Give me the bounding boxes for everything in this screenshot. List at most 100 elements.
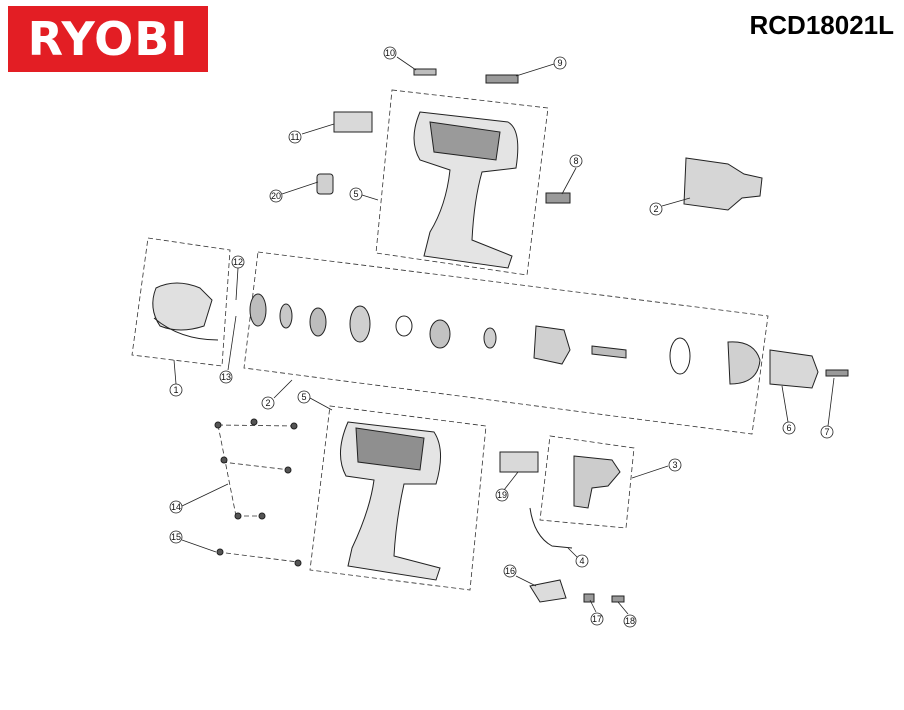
screw-line-b xyxy=(221,461,291,471)
svg-text:19: 19 xyxy=(497,490,507,500)
pin-part-10 xyxy=(413,68,437,76)
svg-text:4: 4 xyxy=(579,556,584,566)
housing-right-detail xyxy=(429,121,501,161)
leader-16 xyxy=(515,575,537,587)
housing-left-detail xyxy=(355,427,425,471)
callout-3: 3 xyxy=(668,458,682,472)
callout-17: 17 xyxy=(590,612,604,626)
leader-10 xyxy=(396,56,417,71)
svg-text:5: 5 xyxy=(301,392,306,402)
part-drawings xyxy=(152,68,849,603)
leader-12 xyxy=(235,267,239,301)
switch-part-3 xyxy=(573,455,621,509)
leader-8 xyxy=(561,167,577,195)
svg-text:20: 20 xyxy=(271,191,281,201)
callout-11: 11 xyxy=(288,130,302,144)
svg-text:13: 13 xyxy=(221,372,231,382)
clutch-housing xyxy=(533,325,571,365)
svg-text:1: 1 xyxy=(173,385,178,395)
callout-16: 16 xyxy=(503,564,517,578)
callout-19: 19 xyxy=(495,488,509,502)
leader-13 xyxy=(227,315,237,371)
screw-line-a xyxy=(217,424,296,427)
callout-2-top: 2 xyxy=(649,202,663,216)
callout-20: 20 xyxy=(269,189,283,203)
label-part-19 xyxy=(499,451,539,473)
gear-plate xyxy=(249,293,267,327)
svg-text:14: 14 xyxy=(171,502,181,512)
callout-12: 12 xyxy=(231,255,245,269)
gear-4 xyxy=(483,327,497,349)
callout-7: 7 xyxy=(820,425,834,439)
leader-9 xyxy=(515,63,555,77)
callouts: 1 2 2 3 4 5 5 6 7 8 9 10 11 12 13 14 15 … xyxy=(169,46,834,628)
screw-part-7 xyxy=(825,369,849,377)
leader-1 xyxy=(173,359,177,385)
svg-text:6: 6 xyxy=(786,423,791,433)
callout-1: 1 xyxy=(169,383,183,397)
leader-14 xyxy=(181,483,229,507)
leader-4 xyxy=(567,547,579,559)
leader-6 xyxy=(781,385,789,423)
label-part-11 xyxy=(333,111,373,133)
clip-part-17 xyxy=(583,593,595,603)
screw-14a xyxy=(214,421,222,429)
screw-14e xyxy=(284,466,292,474)
screw-15b xyxy=(294,559,302,567)
leader-15 xyxy=(181,539,217,553)
screw-line-e xyxy=(217,424,237,517)
screw-line-d xyxy=(217,551,299,563)
leader-18 xyxy=(617,601,629,615)
screw-14f xyxy=(234,512,242,520)
svg-text:9: 9 xyxy=(557,58,562,68)
callout-14: 14 xyxy=(169,500,183,514)
chuck-part-6 xyxy=(769,349,819,389)
svg-text:10: 10 xyxy=(385,48,395,58)
sleeve-part-20 xyxy=(316,173,334,195)
motor-part-1 xyxy=(152,282,213,331)
gearbox-outline xyxy=(243,251,769,435)
model-number: RCD18021L xyxy=(749,10,894,40)
screw-14d xyxy=(220,456,228,464)
ring-gear xyxy=(349,305,371,343)
callout-5-bottom: 5 xyxy=(297,390,311,404)
svg-text:8: 8 xyxy=(573,156,578,166)
leader-5a xyxy=(361,194,379,201)
callout-10: 10 xyxy=(383,46,397,60)
screw-14b xyxy=(250,418,258,426)
motor-outline xyxy=(131,237,231,367)
svg-text:18: 18 xyxy=(625,616,635,626)
motor-wires xyxy=(153,317,219,341)
wire-part-4 xyxy=(529,507,573,549)
gear-1 xyxy=(279,303,293,329)
leader-11 xyxy=(301,123,335,135)
callout-6: 6 xyxy=(782,421,796,435)
connector-part-18 xyxy=(611,595,625,603)
clutch-collar xyxy=(727,341,761,385)
svg-text:7: 7 xyxy=(824,427,829,437)
leader-3 xyxy=(631,465,669,479)
callout-18: 18 xyxy=(623,614,637,628)
leader-5b xyxy=(309,397,333,411)
leader-17 xyxy=(589,599,597,613)
leader-2b xyxy=(273,379,293,399)
spring xyxy=(669,337,691,375)
belt-clip-part-8 xyxy=(545,192,571,204)
svg-text:17: 17 xyxy=(592,614,602,624)
leader-19 xyxy=(503,471,519,491)
svg-text:3: 3 xyxy=(672,460,677,470)
svg-text:2: 2 xyxy=(265,398,270,408)
leader-20 xyxy=(281,181,319,195)
callout-5-top: 5 xyxy=(349,187,363,201)
callout-2-bottom: 2 xyxy=(261,396,275,410)
callout-9: 9 xyxy=(553,56,567,70)
callout-15: 15 xyxy=(169,530,183,544)
switch-outline xyxy=(539,435,635,529)
svg-text:2: 2 xyxy=(653,204,658,214)
screw-15a xyxy=(216,548,224,556)
callout-8: 8 xyxy=(569,154,583,168)
svg-text:5: 5 xyxy=(353,189,358,199)
callout-13: 13 xyxy=(219,370,233,384)
callout-4: 4 xyxy=(575,554,589,568)
svg-text:16: 16 xyxy=(505,566,515,576)
